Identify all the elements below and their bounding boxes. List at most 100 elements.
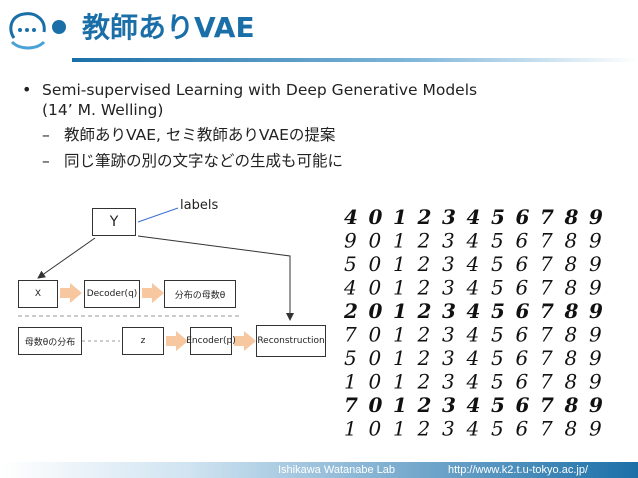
digit-glyph: 3 [442,393,456,417]
digit-glyph: 2 [417,370,431,394]
digit-glyph: 4 [467,393,481,417]
node-theta-dist: 母数θの分布 [18,327,82,355]
digit-glyph: 5 [491,323,504,347]
footer-bar [0,462,638,478]
lab-logo-icon [9,12,46,50]
digit-glyph: 2 [417,393,432,417]
digit-glyph: 3 [442,299,456,323]
digit-glyph: 4 [466,229,480,253]
digit-glyph: 7 [540,229,553,253]
sub-bullet-2: – 同じ筆跡の別の文字などの生成も可能に [20,150,620,172]
digit-glyph: 7 [540,370,553,394]
digit-glyph: 6 [516,229,529,253]
digit-glyph: 4 [466,323,480,347]
vae-diagram: Y labels X Decoder(q) 分布の母数θ 母数θの分布 z En… [0,180,340,380]
sub-bullet-1: – 教師ありVAE, セミ教師ありVAEの提案 [20,124,620,146]
digit-glyph: 5 [491,205,505,229]
digit-glyph: 2 [417,276,431,300]
digit-glyph: 1 [393,276,406,300]
thick-arrow-3 [166,331,188,351]
digit-glyph: 8 [564,205,579,229]
digit-glyph: 6 [516,393,530,417]
digit-glyph: 3 [442,229,455,253]
digit-glyph: 1 [393,370,406,394]
digit-glyph: 0 [369,252,382,276]
digit-glyph: 9 [589,417,602,441]
digit-glyph: 0 [369,417,382,441]
digit-glyph: 9 [344,229,357,253]
header-divider [72,58,638,62]
digit-glyph: 5 [491,346,504,370]
digit-glyph: 3 [442,346,455,370]
digit-glyph: 5 [491,276,504,300]
digit-glyph: 5 [344,346,357,370]
digit-glyph: 5 [491,370,504,394]
digit-glyph: 3 [442,370,455,394]
labels-annotation: labels [180,198,219,213]
digit-glyph: 4 [466,417,480,441]
digit-glyph: 6 [516,205,530,229]
digit-glyph: 1 [393,323,406,347]
digit-glyph: 6 [516,417,529,441]
digit-glyph: 7 [344,323,357,347]
digit-glyph: 6 [516,346,529,370]
digit-glyph: 7 [540,346,553,370]
digit-glyph: 5 [491,229,504,253]
digit-glyph: 7 [540,299,554,323]
digit-glyph: 4 [343,276,357,300]
digit-glyph: 4 [466,370,480,394]
labels-pointer-line [137,207,179,223]
digit-glyph: 7 [540,205,554,229]
node-x: X [18,280,58,308]
digit-glyph: 3 [442,252,455,276]
digit-glyph: 3 [442,205,456,229]
digit-glyph: 7 [540,393,554,417]
digit-glyph: 6 [516,276,529,300]
digit-glyph: 5 [491,252,504,276]
digit-glyph: 0 [369,276,382,300]
digit-glyph: 1 [393,393,407,417]
sub-bullet-1-text: 教師ありVAE, セミ教師ありVAEの提案 [64,126,336,144]
digit-glyph: 5 [491,417,504,441]
digit-glyph: 2 [417,323,431,347]
diagram-connectors [18,207,294,351]
footer-lab: Ishikawa Watanabe Lab [278,464,395,476]
digit-glyph: 9 [589,393,603,417]
digit-glyph: 1 [344,370,357,394]
digit-glyph: 9 [589,299,603,323]
sub-bullet-2-text: 同じ筆跡の別の文字などの生成も可能に [64,152,344,170]
y-to-reconstruction-arrow [137,235,294,321]
digit-glyph: 2 [417,417,431,441]
dash-icon: – [42,152,50,170]
digit-glyph: 0 [369,346,382,370]
bullet-main-cont: (14’ M. Welling) [42,101,164,119]
digit-glyph: 1 [393,346,406,370]
digit-glyph: 8 [565,252,578,276]
digit-glyph: 6 [516,252,529,276]
digit-glyph: 4 [344,205,358,229]
digit-glyph: 6 [516,299,530,323]
digit-glyph: 1 [393,229,406,253]
page-title: 教師ありVAE [82,11,255,44]
digit-glyph: 7 [540,323,553,347]
digit-glyph: 4 [466,346,480,370]
bullet-dot-icon: • [22,80,32,99]
digit-glyph: 2 [417,229,431,253]
digit-glyph: 8 [565,276,578,300]
digit-glyph: 1 [393,299,407,323]
digit-glyph: 9 [589,346,602,370]
digit-glyph: 4 [466,252,480,276]
digit-glyph: 3 [442,323,455,347]
digit-glyph: 9 [589,370,602,394]
digit-glyph: 8 [565,346,578,370]
dash-icon: – [42,126,50,144]
digit-glyph: 0 [369,370,382,394]
digit-glyph: 7 [540,252,553,276]
slide-header: 教師ありVAE [0,0,638,62]
y-to-x-arrow [37,237,96,279]
digit-glyph: 1 [393,417,406,441]
digit-glyph: 8 [565,370,578,394]
digit-glyph: 9 [589,252,602,276]
digit-glyph: 4 [466,276,480,300]
